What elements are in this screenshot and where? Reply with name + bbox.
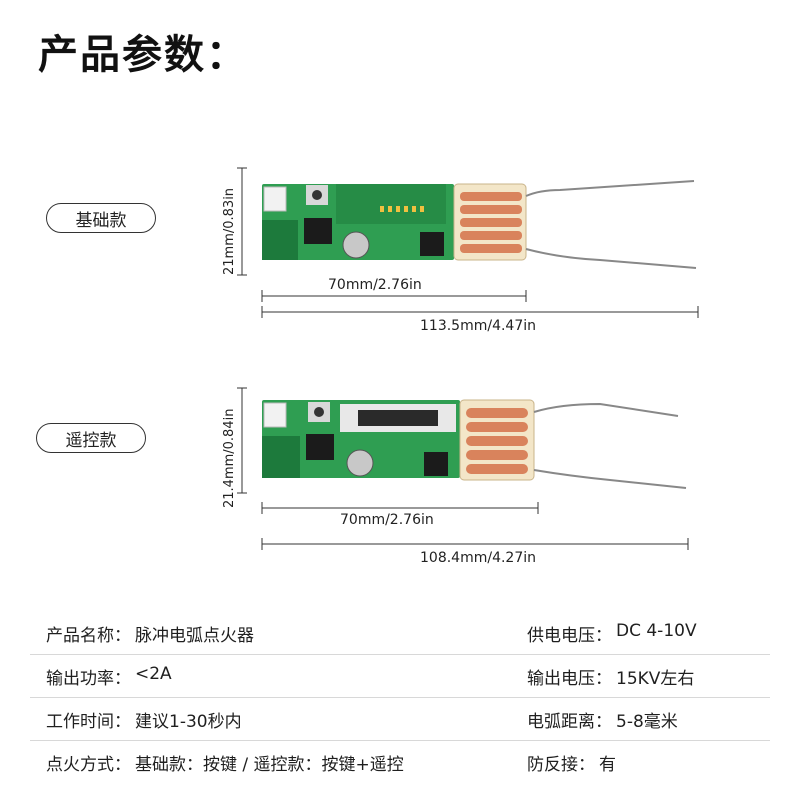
spec-value: 建议1-30秒内 (135, 711, 242, 732)
basic-dimension-lines (237, 167, 699, 318)
spec-row: 产品名称：脉冲电弧点火器 供电电压：DC 4-10V (30, 612, 770, 655)
spec-label: 供电电压： (527, 625, 612, 646)
spec-row: 输出功率：<2A 输出电压：15KV左右 (30, 655, 770, 698)
spec-label: 输出电压： (527, 668, 612, 689)
page-title: 产品参数： (38, 32, 248, 78)
spec-value: 基础款：按键 / 遥控款：按键+遥控 (135, 755, 404, 775)
spec-label: 输出功率： (46, 668, 131, 689)
basic-height-dimension: 21mm/0.83in (222, 187, 237, 275)
spec-value: 脉冲电弧点火器 (135, 625, 254, 646)
remote-total-length-dimension: 108.4mm/4.27in (420, 550, 537, 566)
spec-row: 工作时间：建议1-30秒内 电弧距离：5-8毫米 (30, 698, 770, 741)
variant-basic-label: 基础款 (46, 203, 156, 233)
spec-value: <2A (135, 663, 172, 684)
remote-board-image (262, 399, 687, 489)
basic-total-length-dimension: 113.5mm/4.47in (420, 318, 537, 334)
specs-table: 产品名称：脉冲电弧点火器 供电电压：DC 4-10V 输出功率：<2A 输出电压… (30, 612, 770, 784)
remote-height-dimension: 21.4mm/0.84in (222, 408, 237, 508)
spec-label: 防反接： (527, 755, 595, 775)
spec-value: 15KV左右 (616, 668, 695, 689)
spec-label: 产品名称： (46, 625, 131, 646)
basic-board-image (262, 180, 697, 269)
spec-label: 工作时间： (46, 711, 131, 732)
spec-value: 有 (599, 755, 616, 775)
remote-board-length-dimension: 70mm/2.76in (340, 512, 434, 528)
basic-board-length-dimension: 70mm/2.76in (328, 277, 422, 293)
spec-label: 电弧距离： (527, 711, 612, 732)
spec-label: 点火方式： (46, 755, 131, 775)
remote-dimension-lines (237, 387, 689, 550)
spec-value: DC 4-10V (616, 620, 697, 641)
spec-row: 点火方式：基础款：按键 / 遥控款：按键+遥控 防反接：有 (30, 741, 770, 784)
variant-remote-label: 遥控款 (36, 423, 146, 453)
spec-value: 5-8毫米 (616, 711, 678, 732)
